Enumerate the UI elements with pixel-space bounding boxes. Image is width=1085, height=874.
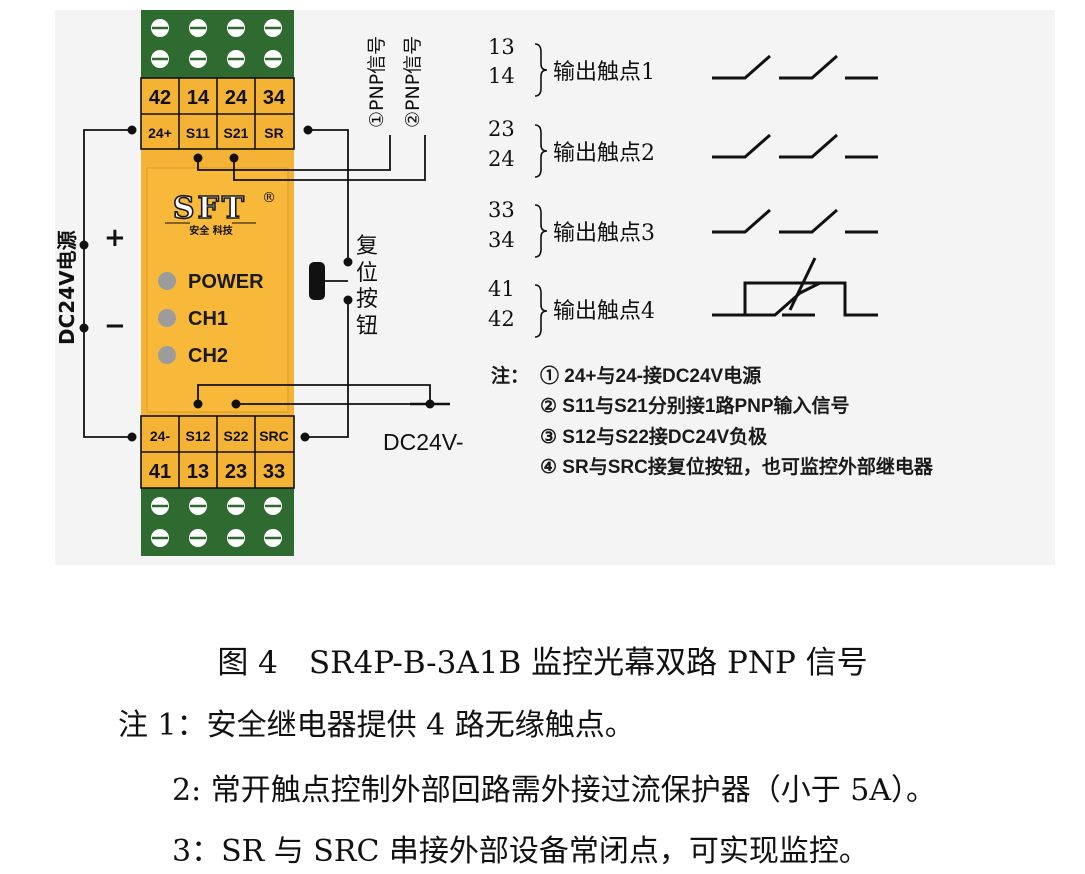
contact-2-pin-a: 23	[488, 117, 515, 141]
contact-3-pin-a: 33	[488, 198, 515, 222]
diagram-note-3: ③ S12与S22接DC24V负极	[540, 425, 768, 448]
diagram-note-2: ② S11与S21分别接1路PNP输入信号	[540, 394, 850, 417]
reset-label-1: 复	[356, 234, 378, 259]
output-contacts: 13 14 输出触点1 23 24 输出触点2 33 34 输出触点3 41 4…	[488, 35, 878, 338]
wires	[83, 129, 450, 438]
caption-area: 图 4 SR4P-B-3A1B 监控光幕双路 PNP 信号 注 1：安全继电器提…	[0, 600, 1085, 874]
signal-24minus: 24-	[150, 428, 171, 444]
contact-3-label: 输出触点3	[553, 221, 655, 246]
reset-label-4: 钮	[356, 314, 378, 339]
bottom-terminal-23: 23	[225, 461, 247, 483]
contact-symbols	[712, 54, 878, 317]
contact-1-pin-b: 14	[488, 64, 515, 88]
power-led-label: POWER	[188, 271, 264, 293]
diagram-notes: 注： ① 24+与24-接DC24V电源 ② S11与S21分别接1路PNP输入…	[491, 364, 934, 478]
reset-button-body	[309, 262, 325, 300]
ch2-led	[158, 346, 176, 364]
contact-2-label: 输出触点2	[553, 141, 655, 166]
diagram-note-prefix: 注：	[491, 364, 529, 387]
led-indicators: POWER CH1 CH2	[158, 271, 264, 367]
ch1-led	[158, 309, 176, 327]
signal-src: SRC	[259, 428, 289, 444]
dc24v-negative-label: DC24V-	[383, 429, 464, 455]
logo-subtitle: 安全 科技	[189, 224, 233, 237]
figure-caption: 图 4 SR4P-B-3A1B 监控光幕双路 PNP 信号	[217, 645, 868, 681]
signal-s21: S21	[224, 125, 249, 141]
signal-24plus: 24+	[148, 125, 172, 141]
bottom-terminal-13: 13	[187, 461, 209, 483]
sft-logo: SFT ® 安全 科技	[165, 190, 276, 237]
ch2-led-label: CH2	[188, 345, 228, 367]
bottom-terminal-41: 41	[149, 461, 171, 483]
contact-2-pin-b: 24	[488, 147, 515, 171]
signal-s11: S11	[186, 125, 210, 141]
reset-label-2: 位	[356, 261, 378, 286]
power-led	[158, 272, 176, 290]
diagram-note-1: ① 24+与24-接DC24V电源	[540, 364, 761, 387]
supply-label: DC24V电源	[55, 230, 79, 345]
relay-module: 42 14 24 34 24+ S11 S21 SR 24- S12 S22 S…	[140, 10, 295, 556]
logo-registered: ®	[262, 190, 276, 206]
note-3: 3：SR 与 SRC 串接外部设备常闭点，可实现监控。	[172, 834, 869, 869]
wiring-diagram: 42 14 24 34 24+ S11 S21 SR 24- S12 S22 S…	[55, 10, 1055, 565]
minus-sign: −	[104, 311, 126, 341]
contact-1-pin-a: 13	[488, 35, 515, 59]
plus-sign: +	[104, 223, 126, 253]
top-terminal-42: 42	[149, 87, 171, 109]
diagram-note-4: ④ SR与SRC接复位按钮，也可监控外部继电器	[540, 455, 934, 478]
signal-s12: S12	[186, 428, 211, 444]
signal-sr: SR	[264, 125, 283, 141]
pnp-signal-1-label: ①PNP信号	[366, 36, 388, 128]
wire-junctions	[79, 125, 435, 442]
top-terminal-34: 34	[263, 87, 286, 109]
contact-3-pin-b: 34	[488, 228, 515, 252]
contact-4-pin-b: 42	[488, 307, 515, 331]
reset-label-3: 按	[356, 287, 378, 312]
note-1: 注 1：安全继电器提供 4 路无缘触点。	[118, 708, 635, 743]
note-2: 2: 常开触点控制外部回路需外接过流保护器（小于 5A）。	[172, 773, 937, 808]
logo-brand: SFT	[173, 191, 247, 226]
contact-4-pin-a: 41	[488, 277, 515, 301]
pnp-signal-2-label: ②PNP信号	[402, 36, 424, 128]
top-terminal-24: 24	[225, 87, 248, 109]
bottom-terminal-33: 33	[263, 461, 285, 483]
top-terminal-14: 14	[187, 87, 210, 109]
contact-1-label: 输出触点1	[553, 60, 655, 85]
contact-4-label: 输出触点4	[553, 299, 655, 324]
signal-s22: S22	[224, 428, 249, 444]
ch1-led-label: CH1	[188, 308, 228, 330]
